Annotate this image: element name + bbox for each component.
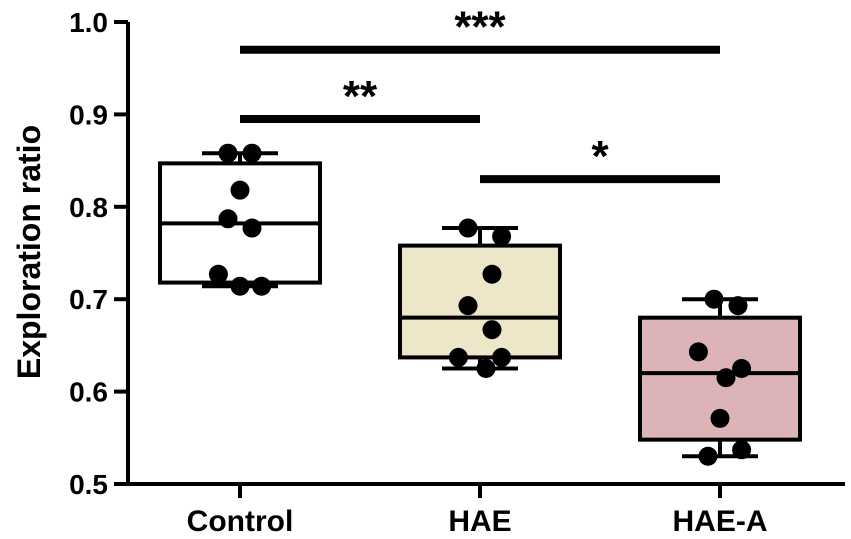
y-axis-label: Exploration ratio xyxy=(11,125,47,379)
data-point xyxy=(698,446,718,466)
data-point xyxy=(242,218,262,238)
y-tick-label: 0.8 xyxy=(69,192,108,223)
data-point xyxy=(728,296,748,316)
data-point xyxy=(732,440,752,460)
data-point xyxy=(704,289,724,309)
data-point xyxy=(218,143,238,163)
data-point xyxy=(242,143,262,163)
significance-label: * xyxy=(591,132,609,181)
data-point xyxy=(476,359,496,378)
data-point xyxy=(492,347,512,367)
x-category-label: Control xyxy=(187,505,294,538)
data-point xyxy=(482,264,502,284)
data-point xyxy=(482,320,502,340)
data-point xyxy=(448,347,468,367)
x-category-label: HAE xyxy=(448,505,511,538)
significance-label: ** xyxy=(343,72,378,121)
significance-annotations: ****** xyxy=(240,3,720,184)
significance-label: *** xyxy=(454,3,506,52)
data-point xyxy=(716,368,736,388)
x-category-label: HAE-A xyxy=(673,505,768,538)
data-point xyxy=(458,296,478,316)
data-point xyxy=(208,264,228,284)
y-tick-label: 0.5 xyxy=(69,469,108,500)
box-hae xyxy=(398,243,562,360)
data-point xyxy=(230,180,250,200)
data-point xyxy=(732,359,752,378)
boxes xyxy=(158,151,802,459)
data-point xyxy=(252,276,272,296)
data-point xyxy=(688,342,708,362)
data-point xyxy=(492,226,512,246)
data-point xyxy=(230,276,250,296)
data-point xyxy=(458,218,478,238)
data-points xyxy=(208,143,752,466)
data-point xyxy=(218,209,238,229)
y-tick-label: 0.9 xyxy=(69,99,108,130)
y-tick-label: 1.0 xyxy=(69,7,108,38)
y-tick-label: 0.7 xyxy=(69,284,108,315)
y-tick-label: 0.6 xyxy=(69,377,108,408)
data-point xyxy=(710,408,730,428)
